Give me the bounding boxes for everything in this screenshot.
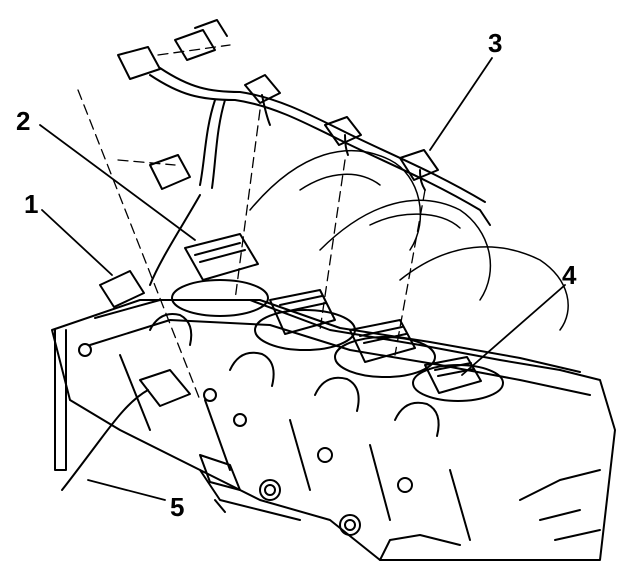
leader-lines: [39, 57, 566, 501]
callout-3: 3: [488, 28, 503, 58]
leader-4: [461, 284, 566, 376]
leader-3: [429, 57, 493, 151]
callout-5: 5: [170, 492, 185, 522]
intake-runners: [249, 149, 569, 331]
callout-1: 1: [24, 189, 39, 219]
wiring-harness: [61, 19, 491, 491]
callout-4: 4: [562, 260, 577, 290]
coil-deck: [171, 233, 504, 402]
callout-2: 2: [16, 106, 31, 136]
leader-1: [41, 209, 113, 276]
alignment-lines: [77, 44, 426, 401]
leader-5: [87, 479, 166, 501]
leader-2: [39, 124, 196, 241]
engine-block: [51, 299, 616, 561]
